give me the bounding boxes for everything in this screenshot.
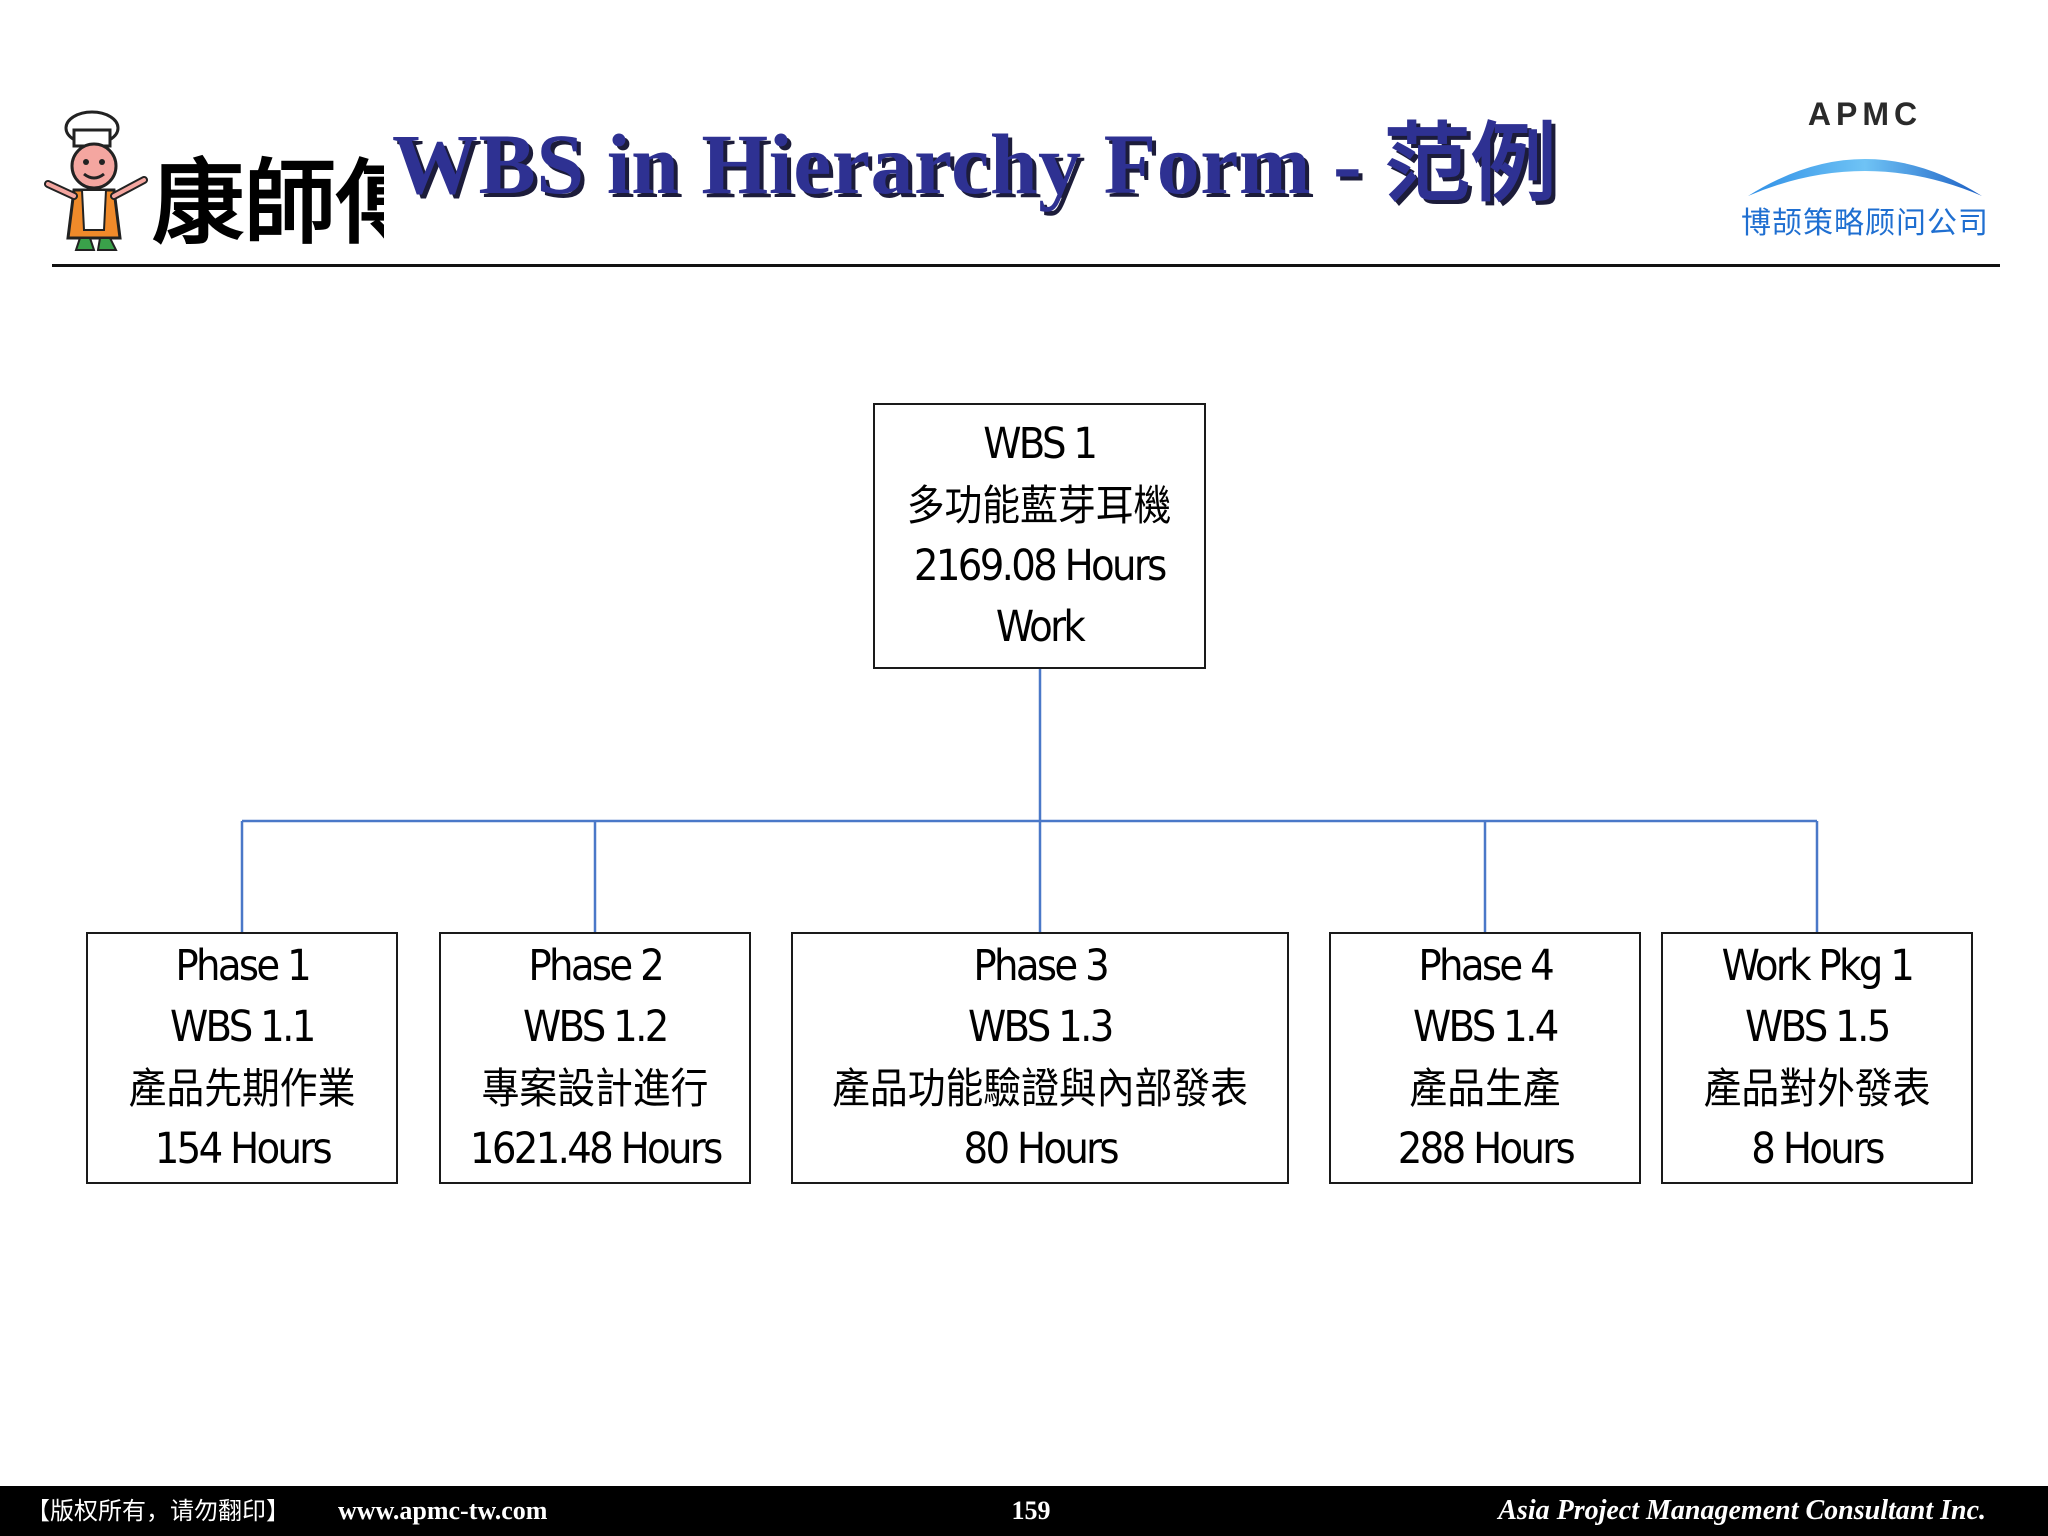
wbs-root-type: Work [995, 602, 1086, 652]
wbs-node-label: Phase 2 [528, 941, 664, 991]
wbs-node-name: 產品先期作業 [128, 1064, 356, 1113]
left-logo-text: 康師傅 [152, 149, 384, 257]
wbs-root-name: 多功能藍芽耳機 [907, 481, 1172, 530]
wbs-node-label: Phase 3 [973, 941, 1109, 991]
kangshifu-logo: 康師傅 [44, 100, 428, 260]
wbs-root-id: WBS 1 [983, 419, 1098, 469]
wbs-node-name: 產品生產 [1409, 1064, 1561, 1113]
wbs-node-hours: 8 Hours [1751, 1124, 1885, 1174]
apmc-logo: APMC 博颉策略顾问公司 [1720, 96, 2010, 246]
wbs-box-phase4: Phase 4 WBS 1.4 產品生產 288 Hours [1329, 932, 1641, 1184]
wbs-box-phase3: Phase 3 WBS 1.3 產品功能驗證與內部發表 80 Hours [791, 932, 1289, 1184]
footer-copyright: 【版权所有，请勿翻印】 [26, 1497, 290, 1525]
wbs-box-work-package-1: Work Pkg 1 WBS 1.5 產品對外發表 8 Hours [1661, 932, 1973, 1184]
footer-company-name: Asia Project Management Consultant Inc. [1498, 1495, 1986, 1526]
apmc-company-cn: 博颉策略顾问公司 [1741, 206, 1989, 241]
wbs-node-id: WBS 1.1 [170, 1002, 316, 1052]
footer-url-link[interactable]: www.apmc-tw.com [338, 1496, 548, 1525]
wbs-node-label: Phase 4 [1418, 941, 1554, 991]
wbs-node-id: WBS 1.4 [1413, 1002, 1559, 1052]
wbs-node-hours: 80 Hours [963, 1124, 1119, 1174]
wbs-node-label: Work Pkg 1 [1721, 941, 1915, 991]
wbs-root-hours: 2169.08 Hours [914, 541, 1167, 591]
wbs-node-name: 產品對外發表 [1703, 1064, 1931, 1113]
wbs-node-id: WBS 1.2 [523, 1002, 669, 1052]
wbs-root-box: WBS 1 多功能藍芽耳機 2169.08 Hours Work [873, 403, 1206, 669]
wbs-node-hours: 1621.48 Hours [469, 1124, 723, 1174]
wbs-node-name: 產品功能驗證與內部發表 [832, 1064, 1248, 1113]
wbs-node-name: 專案設計進行 [481, 1064, 709, 1113]
footer-bar: 【版权所有，请勿翻印】 www.apmc-tw.com 159 Asia Pro… [0, 1486, 2048, 1536]
wbs-node-hours: 288 Hours [1397, 1124, 1575, 1174]
chef-mascot-icon [44, 110, 148, 251]
apmc-arc-icon [1748, 159, 1982, 196]
apmc-brand-text: APMC [1807, 96, 1923, 132]
slide-title: WBS in Hierarchy Form - 范例 [392, 116, 1558, 212]
wbs-node-id: WBS 1.3 [968, 1002, 1114, 1052]
wbs-box-phase2: Phase 2 WBS 1.2 專案設計進行 1621.48 Hours [439, 932, 751, 1184]
header-divider [52, 264, 2000, 267]
wbs-node-label: Phase 1 [175, 941, 311, 991]
page-number: 159 [1011, 1496, 1051, 1525]
wbs-node-id: WBS 1.5 [1745, 1002, 1891, 1052]
wbs-box-phase1: Phase 1 WBS 1.1 產品先期作業 154 Hours [86, 932, 398, 1184]
wbs-node-hours: 154 Hours [154, 1124, 332, 1174]
